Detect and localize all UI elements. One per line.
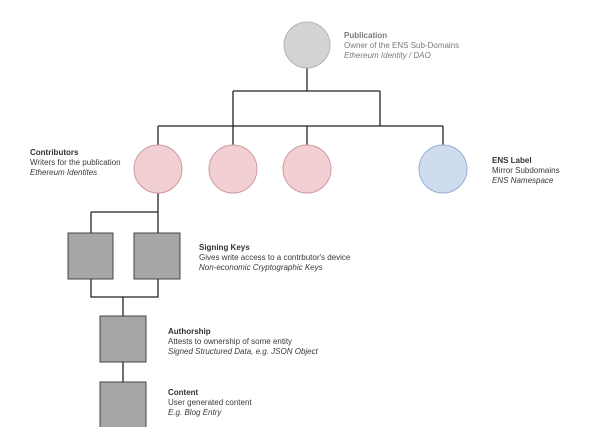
authorship-description: Attests to ownership of some entity bbox=[168, 337, 293, 346]
content-node bbox=[99, 381, 147, 427]
contributor-node bbox=[282, 144, 332, 194]
authorship-node bbox=[99, 315, 147, 363]
signing-key-node bbox=[67, 232, 114, 280]
contributor-node bbox=[133, 144, 183, 194]
contributor-node bbox=[208, 144, 258, 194]
ens-label-title: ENS Label bbox=[492, 156, 532, 165]
contributors-title: Contributors bbox=[30, 148, 79, 157]
signing-key-node bbox=[133, 232, 181, 280]
signing-keys-title: Signing Keys bbox=[199, 243, 250, 252]
authorship-label: Authorship Attests to ownership of some … bbox=[168, 327, 318, 357]
ens-label-description: Mirror Subdomains bbox=[492, 166, 560, 175]
content-label: Content User generated content E.g. Blog… bbox=[168, 388, 252, 418]
signing-keys-subtitle: Non-economic Cryptographic Keys bbox=[199, 263, 323, 272]
publication-node bbox=[283, 21, 331, 69]
signing-keys-label: Signing Keys Gives write access to a con… bbox=[199, 243, 350, 273]
publication-description: Owner of the ENS Sub-Domains bbox=[344, 41, 460, 50]
contributors-description: Writers for the publication bbox=[30, 158, 121, 167]
contributors-subtitle: Ethereum Identites bbox=[30, 168, 98, 177]
publication-subtitle: Ethereum Identity / DAO bbox=[344, 51, 431, 60]
publication-title: Publication bbox=[344, 31, 388, 40]
authorship-title: Authorship bbox=[168, 327, 211, 336]
ens-label-subtitle: ENS Namespace bbox=[492, 176, 554, 185]
content-description: User generated content bbox=[168, 398, 252, 407]
connector-lines bbox=[90, 68, 444, 382]
authorship-subtitle: Signed Structured Data, e.g. JSON Object bbox=[168, 347, 318, 356]
edge-keys-join bbox=[90, 279, 159, 298]
ens-label-node bbox=[418, 144, 468, 194]
publication-label: Publication Owner of the ENS Sub-Domains… bbox=[344, 31, 459, 61]
contributors-label: Contributors Writers for the publication… bbox=[30, 148, 121, 178]
ens-label-label: ENS Label Mirror Subdomains ENS Namespac… bbox=[492, 156, 560, 186]
signing-keys-description: Gives write access to a contrbutor's dev… bbox=[199, 253, 351, 262]
content-title: Content bbox=[168, 388, 199, 397]
content-subtitle: E.g. Blog Entry bbox=[168, 408, 222, 417]
